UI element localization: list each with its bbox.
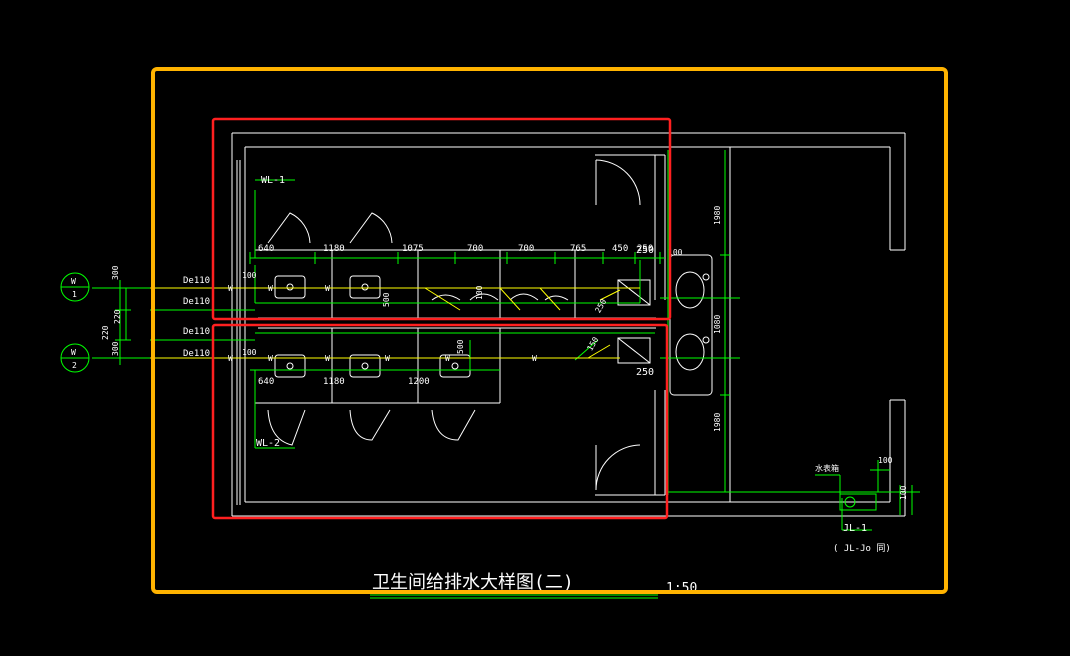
w-mark: W <box>228 354 233 363</box>
dim-100-3: 100 <box>475 285 484 300</box>
dims-bottom-row: 640 1180 1200 <box>258 377 430 387</box>
dim-100-4: 100 <box>668 248 683 257</box>
w1-number: 1 <box>72 290 77 299</box>
w-mark: W <box>325 354 330 363</box>
w-mark: W <box>325 284 330 293</box>
dim-100-5: 100 <box>899 485 908 500</box>
w-mark: W <box>228 284 233 293</box>
w-mark: W <box>385 354 390 363</box>
dim-bot: 640 <box>258 377 274 387</box>
jl-note: ( JL-Jo 同) <box>833 543 891 554</box>
w-mark: W <box>268 354 273 363</box>
dim-250-1: 250 <box>636 245 654 256</box>
dim-100-2: 100 <box>242 348 257 357</box>
lower-room-highlight <box>211 323 669 520</box>
dim-250-2: 250 <box>593 297 608 314</box>
dim-300-1: 300 <box>111 265 120 280</box>
dim-top: 250 <box>637 244 653 254</box>
dim-top: 640 <box>258 244 274 254</box>
de110-label-4: De110 <box>183 349 210 359</box>
w-mark: W <box>532 354 537 363</box>
meter-box-label: 水表箱 <box>815 463 839 473</box>
dim-100-1: 100 <box>242 271 257 280</box>
de110-label-3: De110 <box>183 327 210 337</box>
drain-pipes <box>92 150 920 531</box>
drawing-title: 卫生间给排水大样图(二) <box>372 572 574 593</box>
dim-220-2: 220 <box>101 325 110 340</box>
dim-1980-2: 1980 <box>713 413 722 432</box>
dim-top: 700 <box>467 244 483 254</box>
dim-top: 765 <box>570 244 586 254</box>
w2-number: 2 <box>72 361 77 370</box>
dim-300-2: 300 <box>111 341 120 356</box>
dim-bot: 1180 <box>323 377 345 387</box>
wl2-label: WL-2 <box>256 438 280 449</box>
w2-letter: W <box>71 348 76 357</box>
annotation-labels: WL-1 WL-2 De110 De110 De110 De110 100 10… <box>101 175 908 554</box>
wl1-label: WL-1 <box>261 175 285 186</box>
outer-highlight-box <box>151 67 948 594</box>
dim-500-2: 500 <box>456 339 465 354</box>
jl1-label: JL-1 <box>843 523 867 534</box>
drawing-title-block: 卫生间给排水大样图(二) 1:50 <box>370 572 697 599</box>
dim-150: 150 <box>585 335 600 352</box>
w1-tag: W 1 <box>60 272 90 302</box>
de110-label-1: De110 <box>183 276 210 286</box>
de110-label-2: De110 <box>183 297 210 307</box>
dim-100-6: 100 <box>878 456 893 465</box>
supply-pipes <box>150 287 640 359</box>
dim-top: 1075 <box>402 244 424 254</box>
wall-outlines <box>231 132 906 517</box>
dim-250-3: 250 <box>636 367 654 378</box>
dim-220-1: 220 <box>113 309 122 324</box>
dim-bot: 1200 <box>408 377 430 387</box>
w-mark: W <box>445 354 450 363</box>
upper-room-highlight <box>211 117 672 321</box>
dim-1080: 1080 <box>713 315 722 334</box>
dim-500-1: 500 <box>382 292 391 307</box>
w2-tag: W 2 <box>60 343 90 373</box>
dim-top: 700 <box>518 244 534 254</box>
w1-letter: W <box>71 277 76 286</box>
dim-1980-1: 1980 <box>713 206 722 225</box>
dims-top-row: 640 1180 1075 700 700 765 450 250 <box>258 244 653 254</box>
dim-top: 1180 <box>323 244 345 254</box>
w-mark: W <box>268 284 273 293</box>
dim-top: 450 <box>612 244 628 254</box>
pipe-w-markers: W W W W W W W W W <box>228 284 537 363</box>
